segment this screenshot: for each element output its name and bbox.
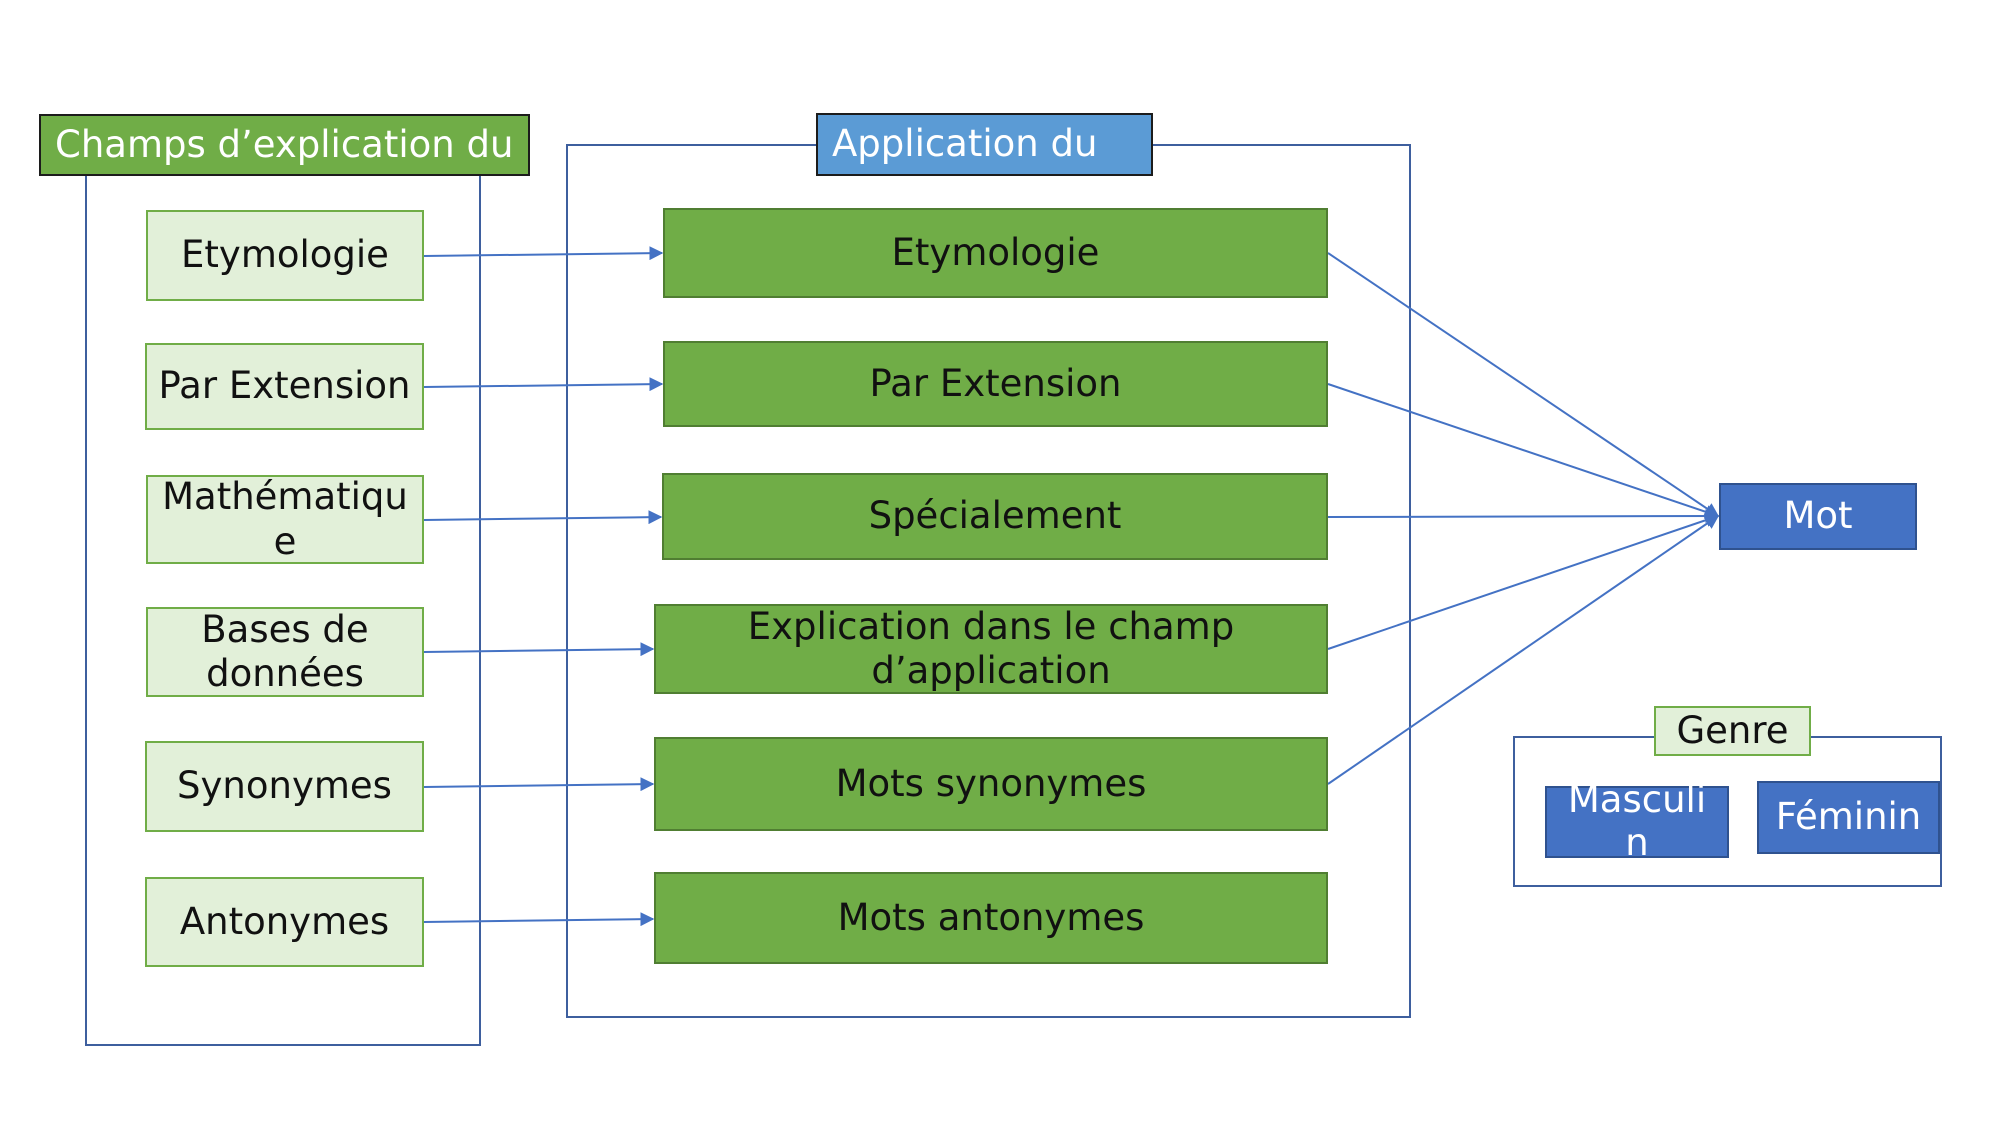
left-item-bases-de-donnees: Bases de données bbox=[146, 607, 424, 697]
left-item-synonymes: Synonymes bbox=[145, 741, 424, 832]
connector-synonymes bbox=[423, 777, 655, 792]
left-item-antonymes: Antonymes bbox=[145, 877, 424, 967]
target-mot: Mot bbox=[1719, 483, 1917, 550]
middle-item-mots-antonymes: Mots antonymes bbox=[654, 872, 1328, 964]
connector-mathematique bbox=[423, 510, 663, 525]
middle-item-etymologie: Etymologie bbox=[663, 208, 1328, 298]
left-item-mathematique: Mathématique bbox=[146, 475, 424, 564]
connector-par-extension bbox=[423, 377, 664, 392]
connector-mot-2 bbox=[1327, 383, 1720, 519]
connector-antonymes bbox=[423, 912, 655, 927]
middle-item-mots-synonymes: Mots synonymes bbox=[654, 737, 1328, 831]
genre-label: Genre bbox=[1654, 706, 1811, 756]
middle-item-specialement: Spécialement bbox=[662, 473, 1328, 560]
connector-mot-1 bbox=[1327, 252, 1720, 517]
left-item-par-extension: Par Extension bbox=[145, 343, 424, 430]
left-item-etymologie: Etymologie bbox=[146, 210, 424, 301]
genre-option-feminin: Féminin bbox=[1757, 781, 1940, 854]
genre-option-masculin: Masculin bbox=[1545, 779, 1729, 864]
connector-mot-5 bbox=[1327, 515, 1720, 785]
connector-etymologie bbox=[423, 246, 664, 261]
connector-mot-4 bbox=[1327, 513, 1720, 650]
connector-mot-3 bbox=[1327, 509, 1720, 524]
connector-bases-de-donnees bbox=[423, 642, 655, 657]
middle-item-explication: Explication dans le champ d’application bbox=[654, 604, 1328, 694]
left-panel-title: Champs d’explication du bbox=[39, 114, 530, 176]
middle-panel-title: Application du bbox=[816, 113, 1153, 176]
middle-item-par-extension: Par Extension bbox=[663, 341, 1328, 427]
